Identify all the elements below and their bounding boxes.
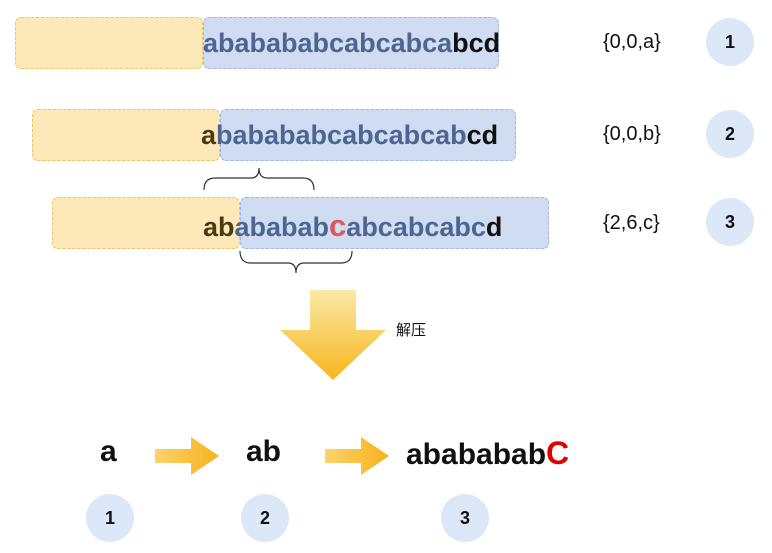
decompress-label: 解压 — [396, 322, 427, 339]
row3-token: {2,6,c} — [603, 212, 660, 234]
result-arrow-1-icon — [155, 437, 219, 475]
row3-seg-5: d — [485, 212, 503, 242]
result-1-badge: 1 — [86, 494, 134, 542]
row2-step-badge: 2 — [706, 110, 754, 158]
row2-seg-1: a — [201, 120, 217, 150]
row3-search-buffer — [52, 197, 240, 249]
row1-seg-1: abababab — [203, 28, 330, 58]
row3-match-brace — [239, 250, 353, 274]
row1-seg-3: bcd — [452, 28, 501, 58]
row1-token: {0,0,a} — [603, 31, 661, 53]
row1-step-badge: 1 — [706, 18, 754, 66]
result-2-badge: 2 — [241, 494, 289, 542]
row2-token: {0,0,b} — [603, 123, 661, 145]
result-1: a — [100, 435, 117, 468]
row2-seg-3: cd — [466, 120, 499, 150]
row3-seg-1: ab — [203, 212, 235, 242]
row1-search-buffer — [15, 17, 203, 69]
row2-sequence: ababababcabcabcabcd — [201, 122, 498, 149]
row2-seg-2: babababcabcabcab — [216, 120, 467, 150]
row1-lookahead-buffer — [203, 17, 499, 69]
result-3-main: abababab — [406, 438, 547, 471]
result-2: ab — [246, 435, 282, 468]
row3-lookahead-buffer — [240, 197, 549, 249]
row3-seg-3: c — [329, 208, 347, 243]
result-3: ababababC — [406, 437, 569, 470]
decompress-arrow-icon — [280, 290, 386, 380]
row3-step-badge: 3 — [706, 198, 754, 246]
row3-seg-4: abcabcabc — [346, 212, 486, 242]
row3-sequence: ababababcabcabcabcd — [203, 210, 502, 241]
result-3-red: C — [546, 435, 570, 471]
result-arrow-2-icon — [325, 437, 389, 475]
row2-search-buffer — [32, 109, 220, 161]
row3-seg-2: ababab — [234, 212, 330, 242]
result-3-badge: 3 — [441, 494, 489, 542]
row1-sequence: ababababcabcabcabcd — [203, 30, 500, 57]
row2-lookahead-buffer — [220, 109, 516, 161]
row1-seg-2: cabcabca — [329, 28, 453, 58]
row2-match-brace — [203, 167, 315, 191]
